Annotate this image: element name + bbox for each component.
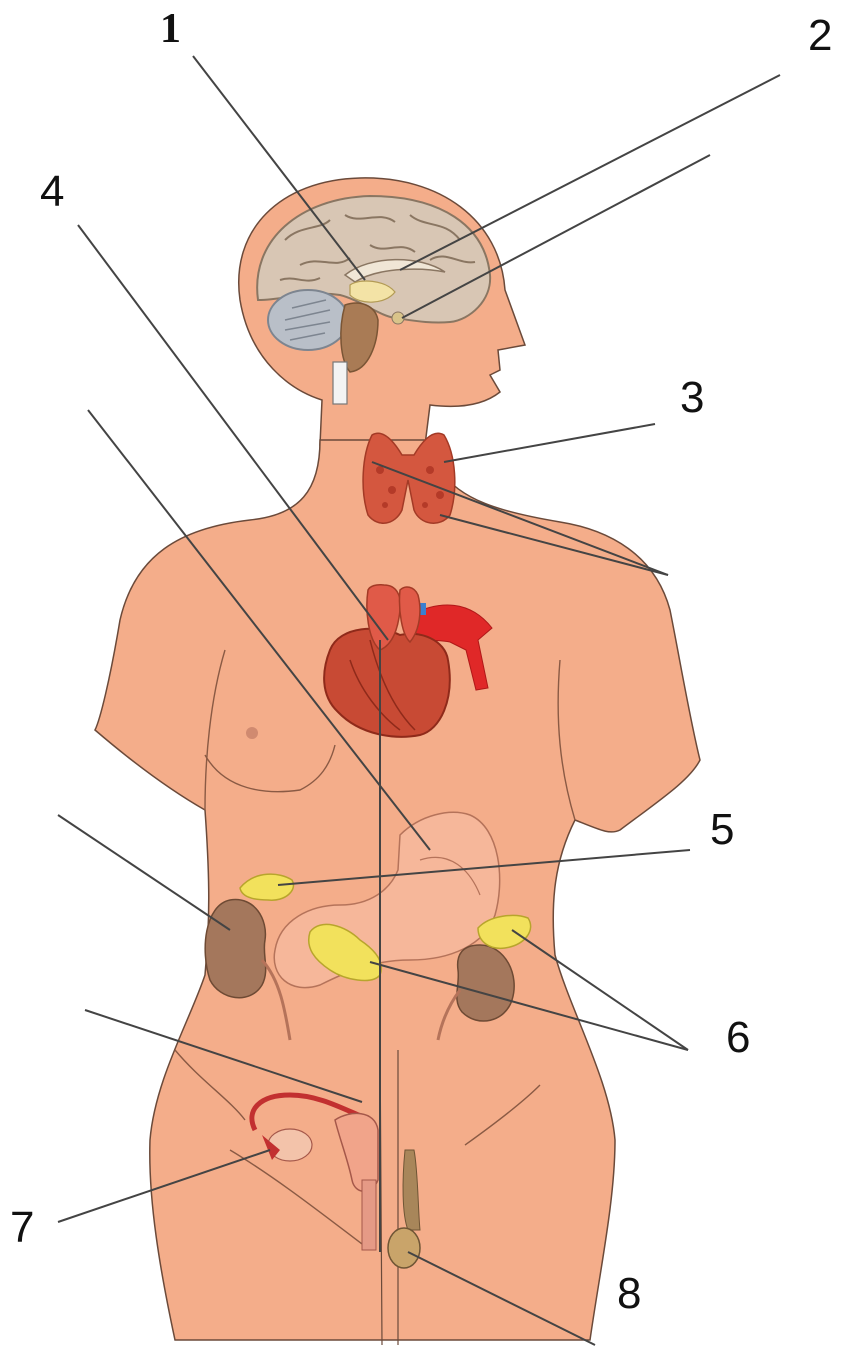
leader-line-5b [58, 815, 230, 930]
nipple [246, 727, 258, 739]
label-5: 5 [710, 808, 734, 852]
label-1: 1 [160, 8, 181, 50]
label-6: 6 [726, 1016, 750, 1060]
testis [388, 1228, 420, 1268]
spinal-cord [333, 362, 347, 404]
leader-line-3 [444, 424, 655, 462]
left-kidney [205, 900, 266, 998]
cerebellum [268, 290, 348, 350]
body-silhouette [95, 178, 700, 1345]
vagina [362, 1180, 376, 1250]
label-4: 4 [40, 170, 64, 214]
label-2: 2 [808, 14, 832, 58]
label-7: 7 [10, 1206, 34, 1250]
leader-line-2a [400, 75, 780, 270]
label-8: 8 [617, 1272, 641, 1316]
label-3: 3 [680, 376, 704, 420]
